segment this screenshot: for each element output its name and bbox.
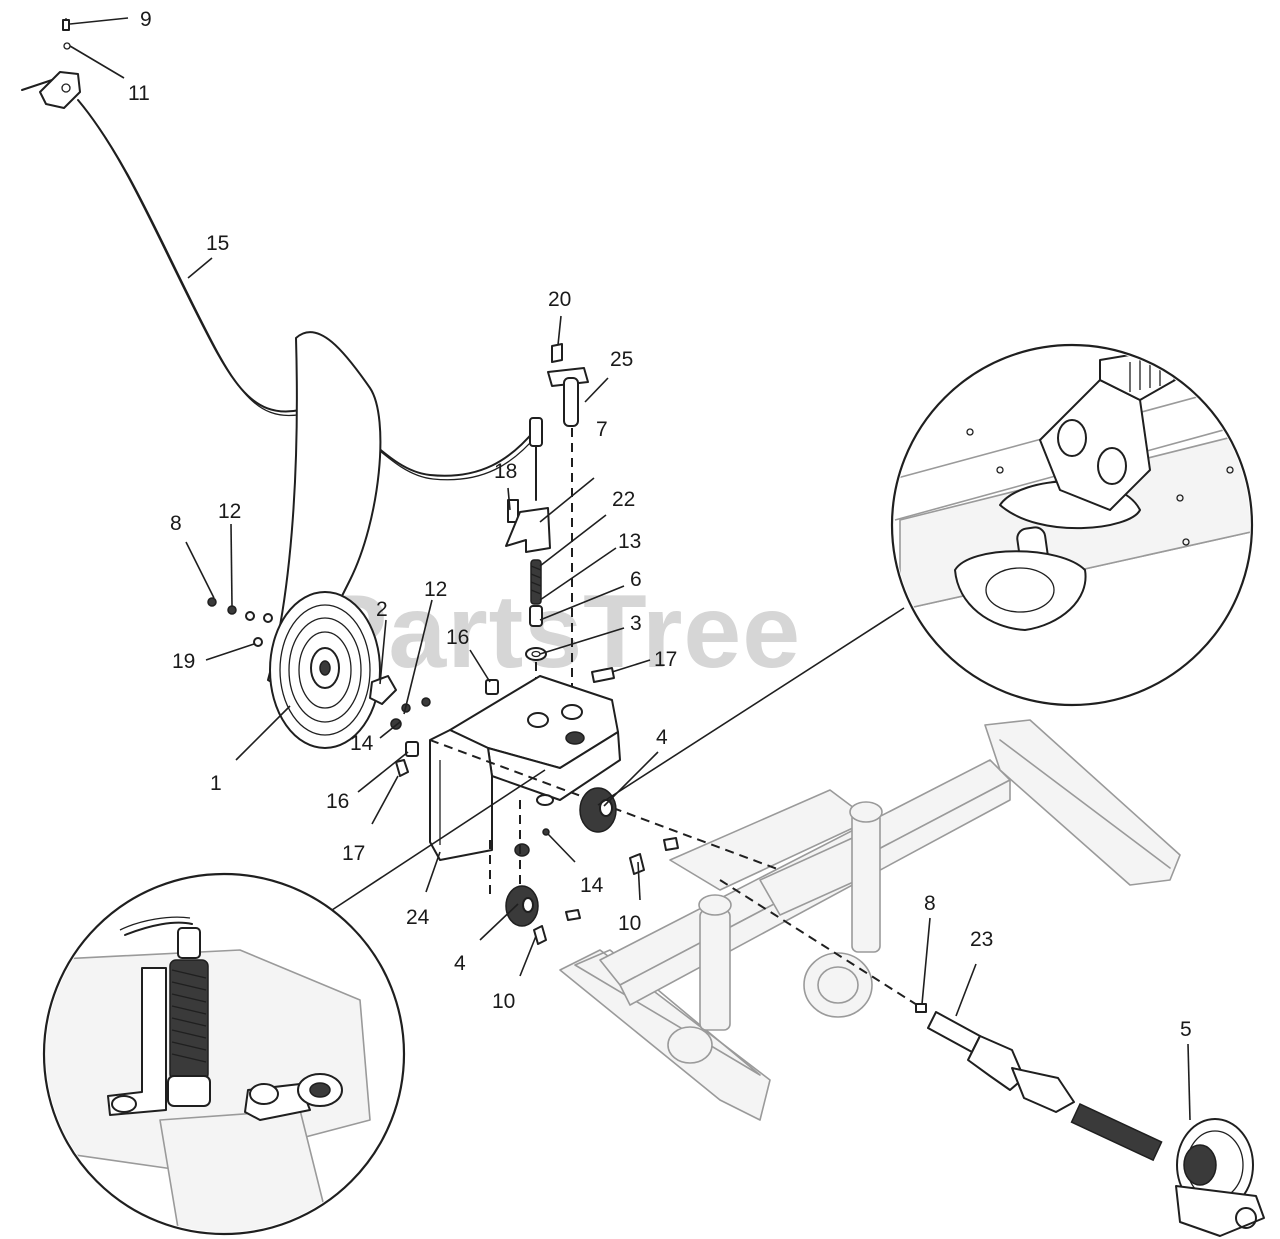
callout-8-left: 8 bbox=[170, 512, 182, 535]
part-leaders bbox=[69, 17, 1191, 1121]
callout-23: 23 bbox=[970, 928, 993, 951]
callout-13: 13 bbox=[618, 530, 641, 553]
callout-3: 3 bbox=[630, 612, 642, 635]
callout-22: 22 bbox=[612, 488, 635, 511]
callout-16-upper: 16 bbox=[446, 626, 469, 649]
callout-14-right: 14 bbox=[580, 874, 604, 897]
callout-17-upper: 17 bbox=[654, 648, 677, 671]
callout-15: 15 bbox=[206, 232, 229, 255]
detail-inset-spring-bracket bbox=[42, 872, 406, 1236]
pulley-assembly bbox=[207, 331, 615, 777]
part-number-labels: 9 11 15 20 25 18 7 22 13 6 3 17 8 12 12 … bbox=[128, 8, 1192, 1041]
callout-10-right: 10 bbox=[618, 912, 641, 935]
callout-4-lower: 4 bbox=[454, 952, 466, 975]
callout-25: 25 bbox=[610, 348, 633, 371]
watermark-text: PartsTree bbox=[318, 574, 801, 690]
chassis-frame bbox=[559, 719, 1181, 1121]
callout-10-lower: 10 bbox=[492, 990, 515, 1013]
callout-4-upper: 4 bbox=[656, 726, 668, 749]
callout-19: 19 bbox=[172, 650, 195, 673]
callout-11: 11 bbox=[128, 82, 150, 105]
callout-12-right: 12 bbox=[424, 578, 447, 601]
drive-shaft-clutch bbox=[719, 879, 1265, 1237]
callout-7: 7 bbox=[596, 418, 608, 441]
callout-20: 20 bbox=[548, 288, 571, 311]
callout-14-left: 14 bbox=[350, 732, 374, 755]
idler-pulleys bbox=[505, 787, 679, 945]
inset-leader-left bbox=[331, 769, 546, 911]
control-cable bbox=[21, 18, 543, 501]
callout-16-lower: 16 bbox=[326, 790, 349, 813]
detail-inset-universal-joint bbox=[890, 343, 1254, 707]
callout-17-lower: 17 bbox=[342, 842, 365, 865]
callout-2: 2 bbox=[376, 598, 388, 621]
spring-linkage bbox=[505, 343, 589, 720]
callout-18: 18 bbox=[494, 460, 517, 483]
callout-8-right: 8 bbox=[924, 892, 936, 915]
callout-6: 6 bbox=[630, 568, 642, 591]
callout-12-left: 12 bbox=[218, 500, 241, 523]
callout-5: 5 bbox=[1180, 1018, 1192, 1041]
inset-leader-right bbox=[597, 607, 905, 806]
callout-1: 1 bbox=[210, 772, 222, 795]
callout-9: 9 bbox=[140, 8, 152, 31]
callout-24: 24 bbox=[406, 906, 430, 929]
mounting-bracket bbox=[429, 675, 781, 900]
